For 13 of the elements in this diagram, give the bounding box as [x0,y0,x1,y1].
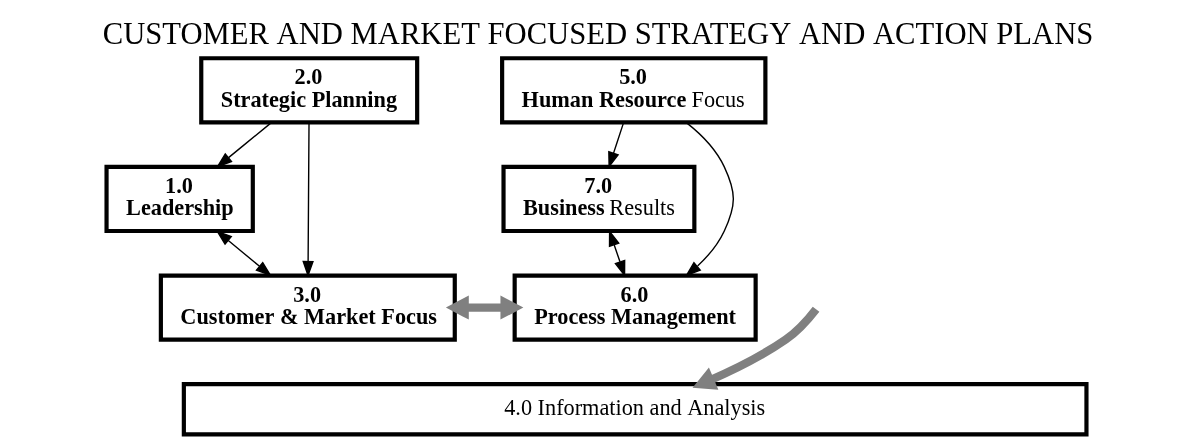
node-box: 1.0 Leadership [103,164,255,234]
arrow [215,122,272,168]
arrow [692,306,819,390]
node-box: 2.0 Strategic Planning [198,56,419,125]
node-box: 6.0 Process Management [512,273,758,342]
node-box: 3.0 Customer & Market Focus [158,273,457,342]
node-box: 7.0 Business Results [500,164,696,234]
arrow [445,295,523,320]
arrow [684,121,734,277]
arrow [215,230,272,277]
diagram-title: CUSTOMER AND MARKET FOCUSED STRATEGY AND ACTION PLANS [102,16,1093,51]
node-box: 4.0 Information and Analysis [181,382,1089,437]
node-box: 5.0 Human Resource Focus [499,56,767,125]
